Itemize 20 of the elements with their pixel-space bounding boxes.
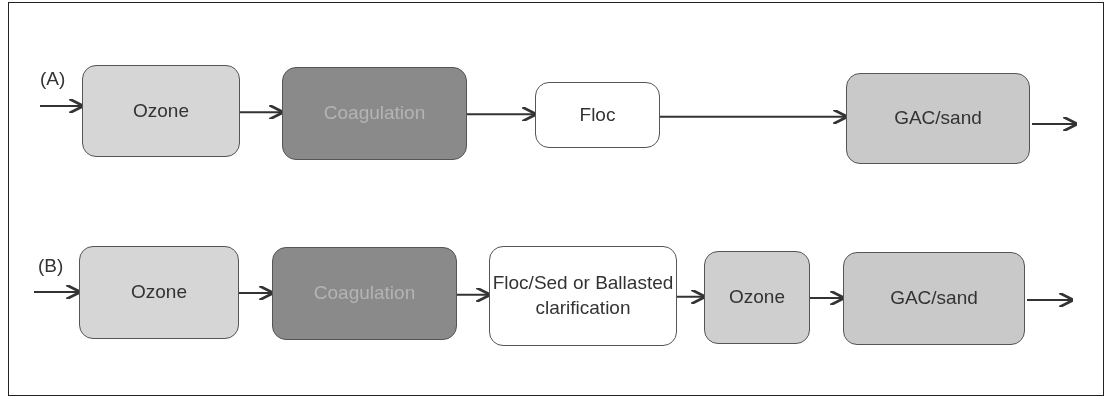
box-label: Ozone (133, 98, 189, 123)
process-box (79, 246, 239, 339)
process-box (82, 65, 240, 157)
process-box (489, 246, 677, 346)
process-box (704, 251, 810, 344)
box-label: GAC/sand (894, 106, 982, 131)
arrow (1031, 115, 1079, 133)
process-box (272, 247, 457, 340)
box-label: GAC/sand (890, 286, 978, 311)
box-label: Ozone (729, 285, 785, 310)
arrow (1026, 291, 1075, 309)
box-label: Floc/Sed or Ballasted clarification (491, 271, 675, 320)
process-box (843, 252, 1025, 345)
process-box (846, 73, 1030, 164)
box-label: Ozone (131, 280, 187, 305)
row-label: (B) (38, 255, 64, 277)
process-box (535, 82, 660, 148)
box-label: Floc (579, 102, 616, 127)
process-box (282, 67, 467, 160)
row-label: (A) (40, 68, 66, 90)
